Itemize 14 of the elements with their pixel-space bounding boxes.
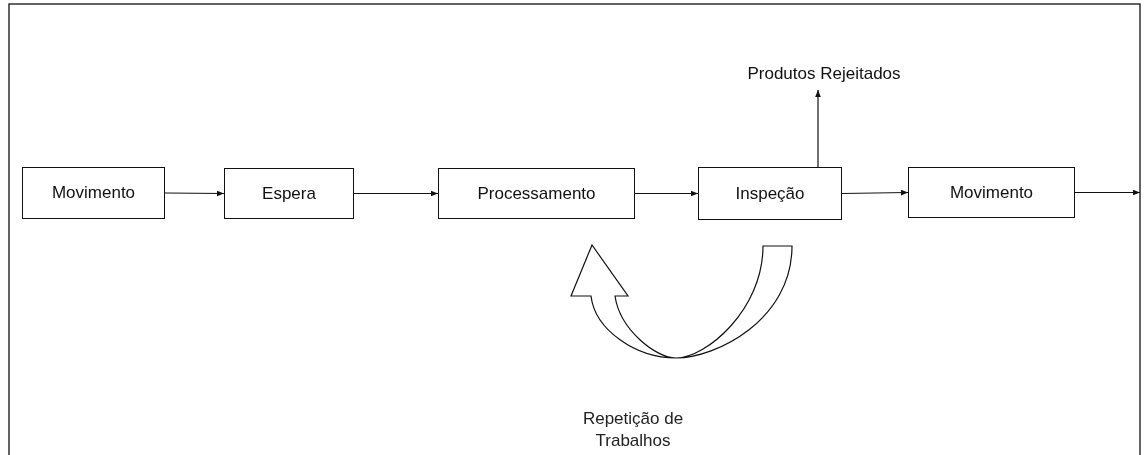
process-box: Movimento bbox=[908, 167, 1075, 218]
arrow bbox=[815, 89, 821, 168]
arrow bbox=[164, 190, 225, 197]
arrow bbox=[353, 190, 439, 197]
arrow bbox=[634, 190, 699, 197]
process-box: Processamento bbox=[438, 168, 635, 219]
arrow bbox=[841, 189, 909, 196]
output-label: Produtos Rejeitados bbox=[744, 62, 904, 86]
caption-text: Repetição de Trabalhos bbox=[581, 408, 685, 453]
arrow bbox=[1074, 189, 1141, 196]
process-box: Espera bbox=[224, 168, 354, 219]
process-box: Movimento bbox=[22, 167, 165, 219]
curved-block-arrow bbox=[570, 244, 793, 359]
process-box: Inspeção bbox=[698, 167, 842, 220]
